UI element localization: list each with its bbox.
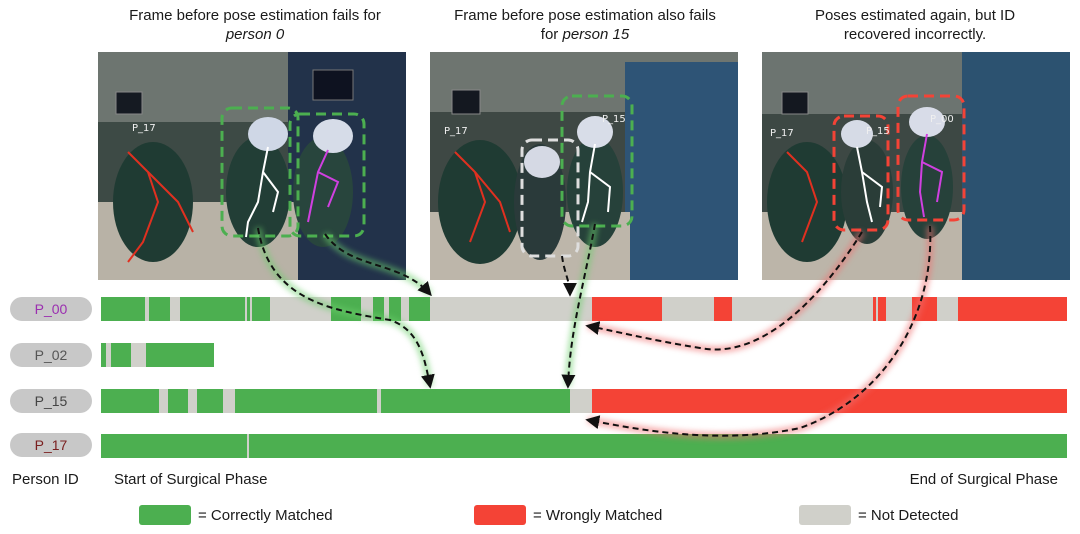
timeline-segment-p00-none [886,297,913,321]
timeline-track-p02 [101,343,1067,367]
caption-frame-2-prefix: for [540,26,563,43]
arrow-frame3-p15 [585,225,934,440]
timeline-segment-p00-none [249,297,252,321]
caption-frame-1-person: person 0 [225,26,285,43]
legend-swatch-none [799,505,851,525]
timeline-segment-p15-correct [234,389,378,413]
legend-swatch-correct [139,505,191,525]
timeline-segment-p02-correct [101,343,107,367]
timeline-segment-p00-none [876,297,879,321]
timeline-segment-p15-correct [168,389,189,413]
timeline-segment-p02-correct [146,343,215,367]
person-id-p00: P_00 [34,301,68,317]
legend-text-correct: = Correctly Matched [198,507,333,524]
timeline-segment-p00-wrong [713,297,732,321]
timeline-segment-p00-wrong [878,297,887,321]
caption-frame-1-line1: Frame before pose estimation fails for [129,7,381,24]
arrow-frame3-p00 [585,230,865,353]
video-frame-1: P_17 [98,52,406,280]
timeline-segment-p02-none [131,343,147,367]
person-pill-p02: P_02 [10,343,92,367]
timeline-segment-p00-correct [409,297,431,321]
timeline-segment-p00-wrong [592,297,663,321]
person-pill-p00: P_00 [10,297,92,321]
caption-frame-2: Frame before pose estimation also fails … [424,6,746,44]
person-id-p17: P_17 [34,437,68,453]
arrow-frame1-p00 [322,231,433,297]
timeline-segment-p00-correct [246,297,250,321]
timeline-segment-p00-correct [251,297,270,321]
timeline-segment-p00-none [384,297,390,321]
timeline-segment-p00-none [662,297,714,321]
caption-frame-2-line1: Frame before pose estimation also fails [454,7,716,24]
legend-swatch-wrong [474,505,526,525]
video-frame-3: P_17 P_15 P_00 [762,52,1070,280]
legend-text-none: = Not Detected [858,507,959,524]
video-frame-2: P_17 P_15 [430,52,738,280]
person-id-label: Person ID [12,471,79,488]
timeline-segment-p15-none [222,389,235,413]
caption-frame-2-person: person 15 [562,26,630,43]
timeline-segment-p00-none [401,297,410,321]
timeline-segment-p00-correct [389,297,402,321]
timeline-segment-p15-correct [197,389,223,413]
timeline-segment-p15-correct [101,389,160,413]
start-of-phase-label: Start of Surgical Phase [114,471,268,488]
timeline-track-p17 [101,434,1067,458]
person-pill-p15: P_15 [10,389,92,413]
legend-text-wrong: = Wrongly Matched [533,507,663,524]
timeline-segment-p00-correct [101,297,145,321]
timeline-segment-p17-none [246,434,249,458]
timeline-segment-p02-none [106,343,112,367]
timeline-segment-p00-none [430,297,592,321]
timeline-segment-p15-none [159,389,169,413]
frame-3-tag-p15: P_15 [866,126,890,137]
timeline-segment-p00-correct [148,297,171,321]
frame-1-tag-p17: P_17 [132,123,156,134]
person-pill-p17: P_17 [10,433,92,457]
caption-frame-3: Poses estimated again, but ID recovered … [760,6,1070,44]
timeline-segment-p15-none [569,389,592,413]
timeline-segment-p00-wrong [873,297,877,321]
end-of-phase-label: End of Surgical Phase [909,471,1058,488]
arrow-frame1-p15 [254,227,435,389]
timeline-segment-p17-correct [101,434,247,458]
frame-3-tag-p17: P_17 [770,128,794,139]
frame-2-tag-p17: P_17 [444,126,468,137]
frame-3-tag-p00: P_00 [930,114,954,125]
caption-frame-3-line1: Poses estimated again, but ID [814,7,1016,24]
timeline-segment-p15-correct [381,389,570,413]
arrow-frame2-p15 [561,223,599,389]
timeline-segment-p00-correct [180,297,245,321]
person-id-p02: P_02 [34,347,68,363]
person-id-p15: P_15 [34,393,68,409]
caption-frame-1: Frame before pose estimation fails for p… [98,6,412,44]
timeline-segment-p15-wrong [592,389,1067,413]
timeline-segment-p15-none [377,389,382,413]
timeline-segment-p00-wrong [957,297,1067,321]
timeline-segment-p17-correct [248,434,1067,458]
timeline-segment-p00-correct [373,297,385,321]
caption-frame-3-line2: recovered incorrectly. [843,26,987,43]
timeline-segment-p00-none [144,297,149,321]
arrow-frame2-p00 [561,255,577,297]
timeline-segment-p02-correct [111,343,132,367]
timeline-segment-p00-none [244,297,247,321]
timeline-segment-p15-none [188,389,198,413]
frame-2-tag-p15: P_15 [602,114,626,125]
timeline-segment-p00-none [170,297,181,321]
timeline-segment-p00-none [937,297,958,321]
timeline-track-p15 [101,389,1067,413]
